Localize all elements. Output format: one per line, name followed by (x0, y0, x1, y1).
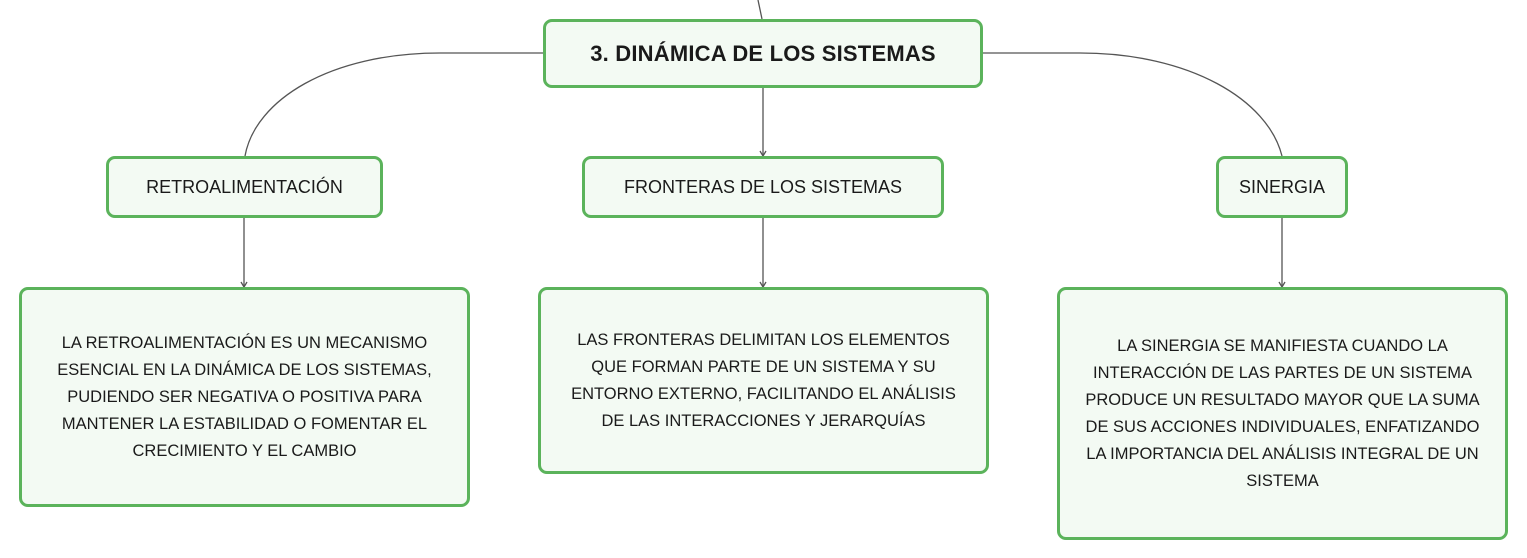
detail-node-sinergia[interactable]: LA SINERGIA SE MANIFIESTA CUANDO LA INTE… (1057, 287, 1508, 540)
connector-root-to-sinergia (983, 52, 1283, 157)
topic-node-fronteras[interactable]: FRONTERAS DE LOS SISTEMAS (582, 156, 944, 218)
detail-node-text: LA RETROALIMENTACIÓN ES UN MECANISMO ESE… (57, 333, 432, 460)
connector-root-to-retroalimentacion (244, 52, 543, 157)
detail-node-fronteras[interactable]: LAS FRONTERAS DELIMITAN LOS ELEMENTOS QU… (538, 287, 989, 474)
detail-node-retroalimentacion[interactable]: LA RETROALIMENTACIÓN ES UN MECANISMO ESE… (19, 287, 470, 507)
topic-node-label: SINERGIA (1238, 176, 1326, 197)
root-node-label: 3. DINÁMICA DE LOS SISTEMAS (590, 40, 936, 66)
connector-parent-to-root (757, 0, 763, 20)
topic-node-label: FRONTERAS DE LOS SISTEMAS (623, 176, 903, 197)
root-node[interactable]: 3. DINÁMICA DE LOS SISTEMAS (543, 19, 983, 88)
detail-node-text: LAS FRONTERAS DELIMITAN LOS ELEMENTOS QU… (571, 330, 956, 430)
topic-node-retroalimentacion[interactable]: RETROALIMENTACIÓN (106, 156, 383, 218)
detail-node-text: LA SINERGIA SE MANIFIESTA CUANDO LA INTE… (1085, 336, 1480, 490)
topic-node-sinergia[interactable]: SINERGIA (1216, 156, 1348, 218)
topic-node-label: RETROALIMENTACIÓN (146, 176, 343, 197)
